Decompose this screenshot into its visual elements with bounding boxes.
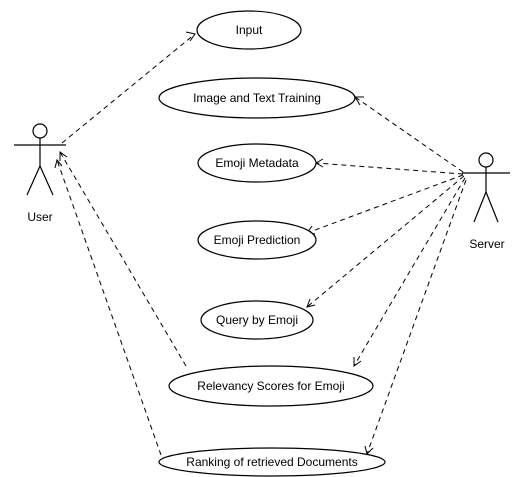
use-case-relevancy-scores: Relevancy Scores for Emoji [168,365,374,407]
dependency-server-to-relevancy [353,177,466,367]
arrowhead-user-from-relevancy [59,151,68,161]
use-case-label-metadata: Emoji Metadata [215,156,299,170]
use-case-query-by-emoji: Query by Emoji [200,300,314,340]
server-head [478,152,494,168]
arrowhead-ranking [364,445,374,455]
dependency-relevancy-to-user [59,151,187,367]
server-right-leg [485,191,499,223]
arrowhead-user-from-ranking [54,158,63,169]
user-label: User [27,210,52,224]
dependency-server-to-query [306,175,465,308]
dependency-user-to-input [61,33,196,144]
use-case-input: Input [196,10,302,50]
user-head [32,123,48,139]
user-left-leg [26,165,41,196]
use-case-label-ranking: Ranking of retrieved Documents [186,455,357,469]
user-right-leg [39,165,54,196]
dependency-server-to-training [354,96,464,173]
server-label: Server [469,237,504,251]
arrowhead-query [306,298,316,308]
dependency-server-to-metadata [315,162,464,175]
use-case-label-relevancy: Relevancy Scores for Emoji [197,379,344,393]
actor-user: User [14,123,66,224]
arrowhead-relevancy [353,357,362,367]
arrowhead-input [185,31,196,42]
use-case-ranking-documents: Ranking of retrieved Documents [158,447,386,477]
dependency-server-to-prediction [306,174,464,234]
use-case-emoji-prediction: Emoji Prediction [197,220,317,260]
use-case-label-input: Input [236,23,263,37]
use-case-emoji-metadata: Emoji Metadata [197,143,317,183]
use-case-label-training: Image and Text Training [193,91,321,105]
server-left-leg [473,191,487,223]
use-case-label-query: Query by Emoji [216,313,298,327]
dependency-ranking-to-user [56,159,162,456]
use-case-label-prediction: Emoji Prediction [214,233,301,247]
dependency-lines [54,31,467,456]
dependency-server-to-ranking [366,179,467,455]
actor-server: Server [462,152,510,251]
use-case-image-text-training: Image and Text Training [158,77,356,119]
